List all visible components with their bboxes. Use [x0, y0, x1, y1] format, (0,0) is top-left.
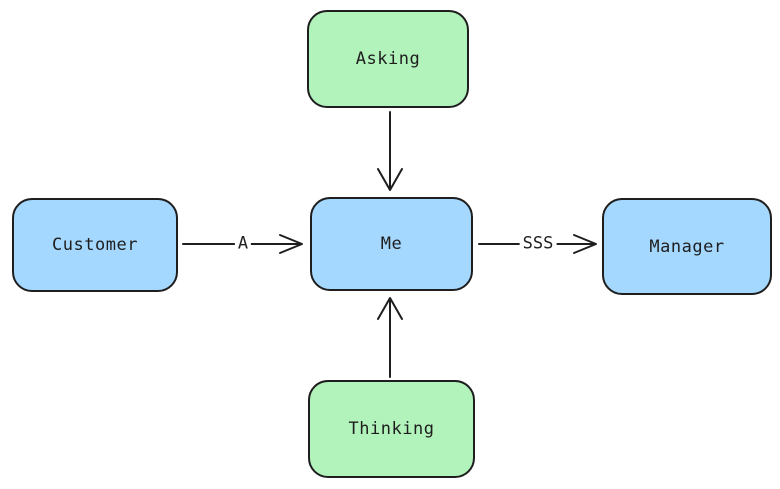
- node-customer: Customer: [12, 198, 178, 292]
- edge-label-customer-to-me: A: [234, 235, 252, 253]
- node-asking-label: Asking: [355, 49, 421, 69]
- node-customer-label: Customer: [52, 235, 138, 255]
- node-me-label: Me: [380, 234, 403, 254]
- node-manager: Manager: [602, 198, 772, 295]
- node-me: Me: [310, 197, 473, 291]
- arrow-thinking-to-me: [377, 297, 403, 378]
- arrow-asking-to-me: [377, 111, 403, 191]
- node-asking: Asking: [307, 10, 469, 108]
- node-thinking-label: Thinking: [348, 419, 435, 439]
- edge-label-me-to-manager: SSS: [519, 235, 557, 253]
- node-thinking: Thinking: [308, 380, 475, 478]
- node-manager-label: Manager: [649, 236, 725, 257]
